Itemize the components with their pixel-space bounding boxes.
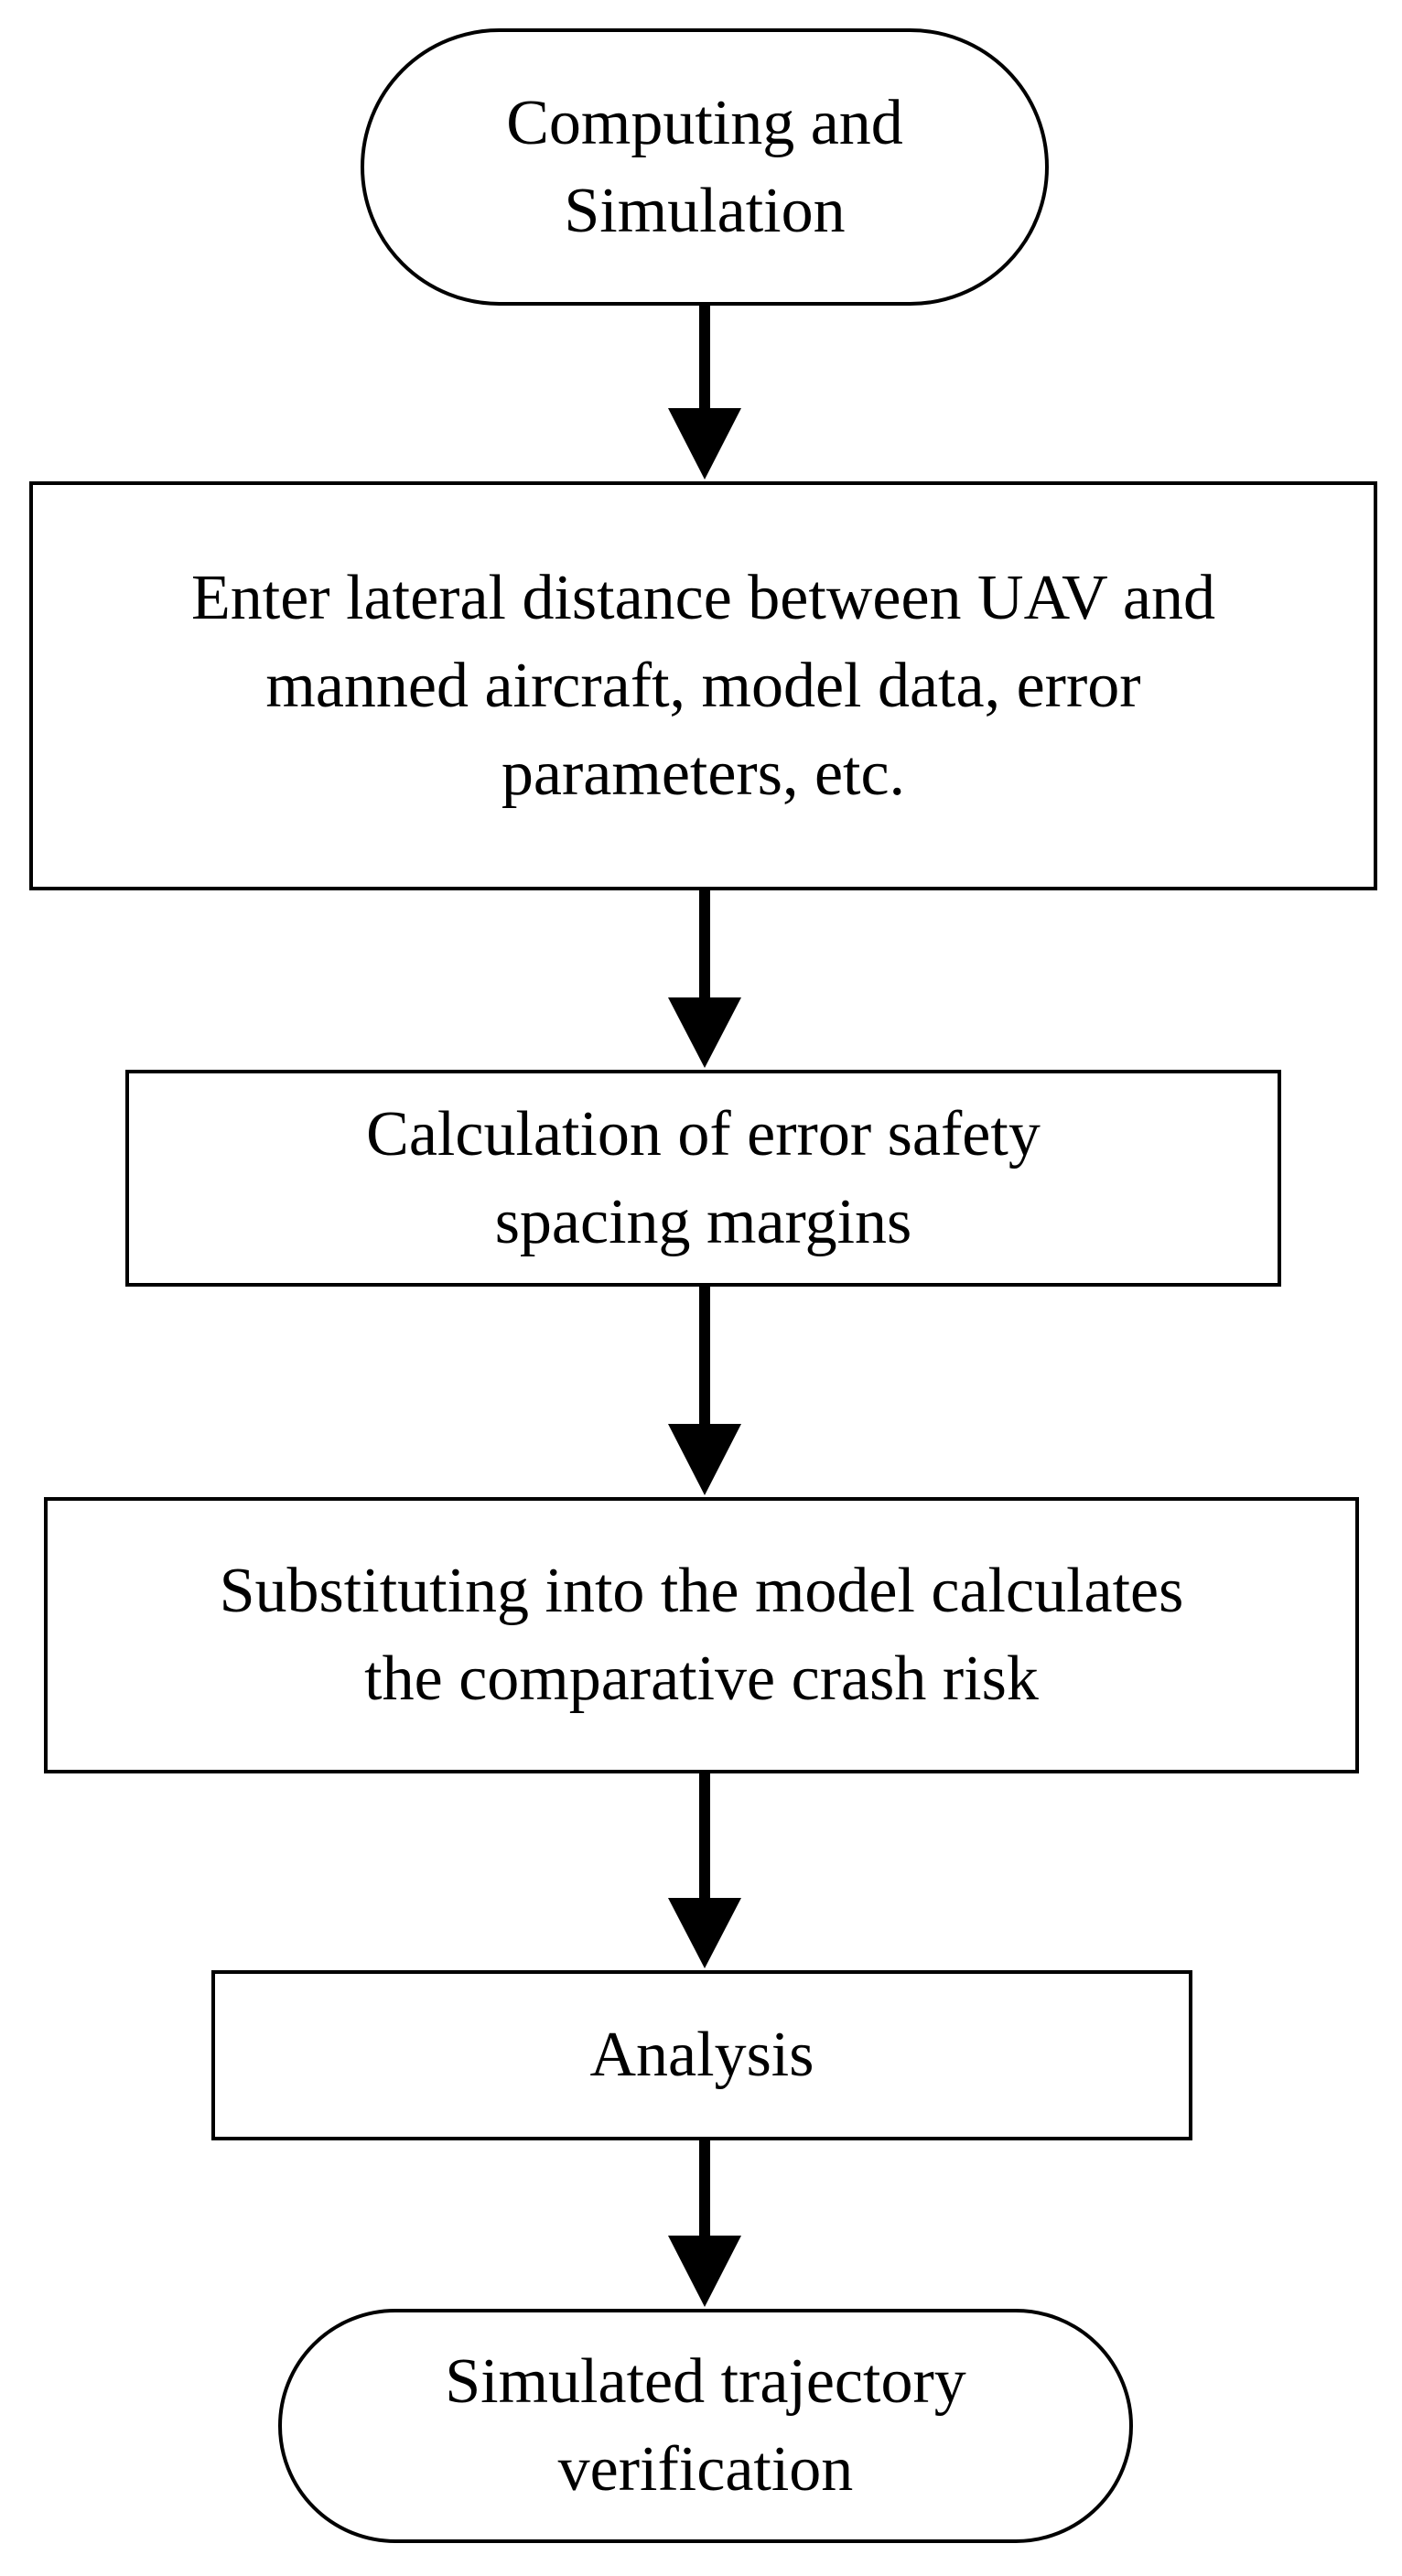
input-parameters-node: Enter lateral distance between UAV and m…: [29, 481, 1377, 890]
arrowhead-icon: [668, 1898, 741, 1968]
arrowhead-icon: [668, 2236, 741, 2307]
start-terminal-node: Computing and Simulation: [361, 28, 1049, 306]
crash-risk-model-node: Substituting into the model calculates t…: [44, 1497, 1359, 1773]
arrow-start-to-input: [668, 306, 741, 480]
arrowhead-icon: [668, 1424, 741, 1495]
end-node-label: Simulated trajectory verification: [445, 2346, 966, 2505]
safety-margin-calculation-label: Calculation of error safety spacing marg…: [366, 1098, 1041, 1257]
analysis-node: Analysis: [211, 1970, 1192, 2140]
arrow-margins-to-risk: [668, 1287, 741, 1495]
arrow-input-to-margins: [668, 890, 741, 1068]
crash-risk-model-label: Substituting into the model calculates t…: [219, 1556, 1184, 1714]
arrowhead-icon: [668, 408, 741, 480]
start-node-label: Computing and Simulation: [506, 87, 903, 246]
input-parameters-label: Enter lateral distance between UAV and m…: [191, 562, 1215, 809]
arrowhead-icon: [668, 997, 741, 1068]
analysis-label: Analysis: [589, 2020, 814, 2090]
arrow-risk-to-analysis: [668, 1773, 741, 1968]
end-terminal-node: Simulated trajectory verification: [278, 2309, 1133, 2543]
arrow-analysis-to-end: [668, 2140, 741, 2307]
safety-margin-calculation-node: Calculation of error safety spacing marg…: [125, 1070, 1281, 1287]
